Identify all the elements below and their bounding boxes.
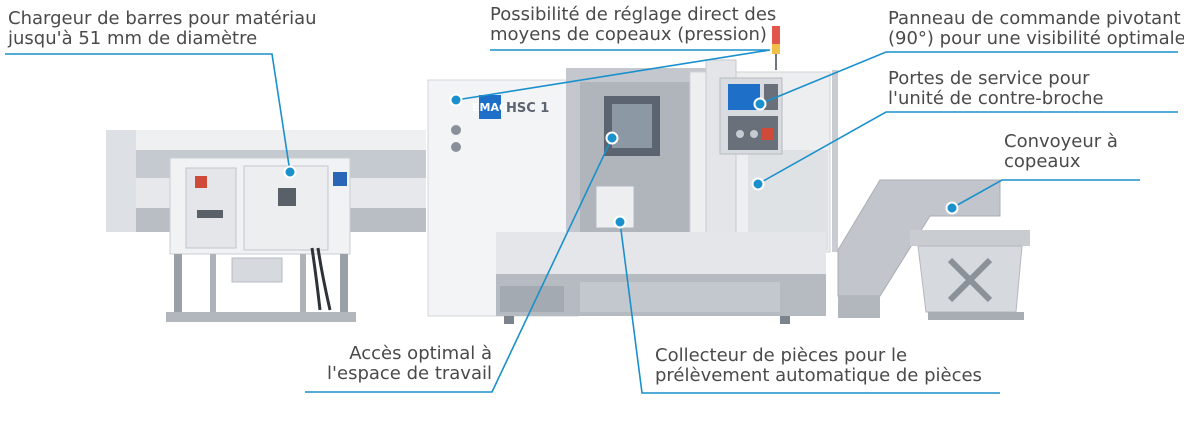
callout-parts-collector: Collecteur de pièces pour le prélèvement… <box>655 346 982 386</box>
chip-conveyor-unit <box>837 179 1030 320</box>
callout-chip-pressure-line-1: Possibilité de réglage direct des <box>490 4 777 25</box>
callout-work-area-line-1: Accès optimal à <box>349 343 492 364</box>
callout-work-area-line-2: l'espace de travail <box>327 363 492 384</box>
callout-control-panel: Panneau de commande pivotant (90°) pour … <box>888 9 1184 49</box>
dot-bar-loader <box>283 165 297 179</box>
bar-loader-unit <box>106 130 426 322</box>
dot-control-panel <box>753 97 767 111</box>
model-label: HSC 1 <box>506 101 549 116</box>
leader-bar-loader <box>5 53 291 173</box>
dot-service-doors <box>751 177 765 191</box>
dot-work-area <box>605 131 619 145</box>
leader-parts-collector <box>619 221 1000 394</box>
callout-service-doors: Portes de service pour l'unité de contre… <box>888 69 1104 109</box>
leader-chip-conveyor <box>951 179 1140 209</box>
callout-chip-conveyor-line-2: copeaux <box>1004 151 1081 172</box>
leader-service-doors <box>757 111 1178 185</box>
dot-chip-conveyor <box>945 201 959 215</box>
leader-chip-pressure <box>455 49 771 101</box>
dot-parts-collector <box>613 215 627 229</box>
callout-chip-conveyor-line-1: Convoyeur à <box>1004 131 1118 152</box>
callout-dots <box>283 93 959 229</box>
leader-control-panel <box>759 51 1178 105</box>
leader-work-area <box>305 137 613 393</box>
brand-logo: EMAG <box>472 101 508 114</box>
control-panel <box>719 77 783 155</box>
callout-chip-pressure-line-2: moyens de copeaux (pression) <box>490 24 767 45</box>
callout-chip-pressure: Possibilité de réglage direct des moyens… <box>490 5 776 45</box>
callout-control-panel-line-2: (90°) pour une visibilité optimale <box>888 28 1184 49</box>
callout-service-doors-line-2: l'unité de contre-broche <box>888 88 1104 109</box>
callout-work-area: Accès optimal à l'espace de travail <box>306 344 492 384</box>
dot-chip-pressure <box>449 93 463 107</box>
callout-service-doors-line-1: Portes de service pour <box>888 68 1090 89</box>
callout-lines <box>5 49 1178 394</box>
callout-chip-conveyor: Convoyeur à copeaux <box>1004 132 1118 172</box>
callout-control-panel-line-1: Panneau de commande pivotant <box>888 8 1181 29</box>
callout-bar-loader-line-1: Chargeur de barres pour matériau <box>8 8 317 29</box>
callout-bar-loader: Chargeur de barres pour matériau jusqu'à… <box>8 9 317 49</box>
lathe-body: EMAG HSC 1 <box>427 26 838 324</box>
callout-parts-collector-line-2: prélèvement automatique de pièces <box>655 365 982 386</box>
callout-parts-collector-line-1: Collecteur de pièces pour le <box>655 345 908 366</box>
callout-bar-loader-line-2: jusqu'à 51 mm de diamètre <box>8 28 258 49</box>
